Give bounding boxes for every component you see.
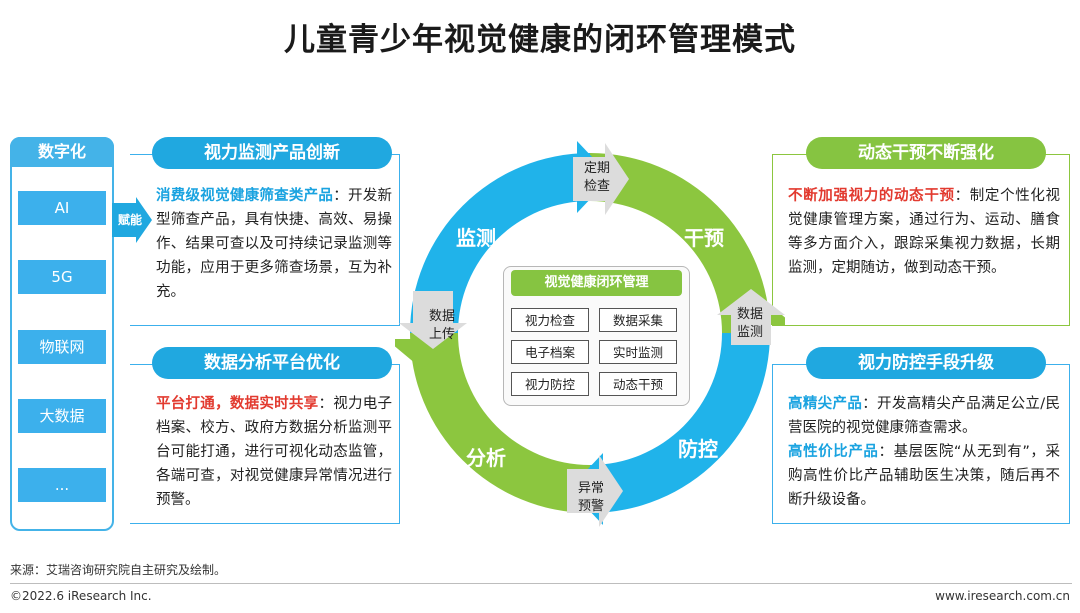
product-highlight: 消费级视觉健康筛查类产品 (156, 188, 334, 204)
product-section-title: 视力监测产品创新 (152, 137, 392, 169)
prevent-highlight-2: 高性价比产品 (788, 444, 879, 460)
product-section-text: 消费级视觉健康筛查类产品：开发新型筛查产品，具有快捷、高效、易操作、结果可查以及… (156, 184, 392, 304)
tech-item-5g: 5G (18, 260, 106, 294)
data-section-title: 数据分析平台优化 (152, 347, 392, 379)
intervene-section-title: 动态干预不断强化 (806, 137, 1046, 169)
tech-column-header: 数字化 (10, 137, 114, 167)
intervene-section-text: 不断加强视力的动态干预：制定个性化视觉健康管理方案，通过行为、运动、膳食等多方面… (788, 184, 1060, 280)
data-upload-arrow-icon (399, 291, 467, 349)
data-highlight: 平台打通，数据实时共享 (156, 396, 319, 412)
ring-segment-intervene (590, 153, 770, 333)
tech-item-bigdata: 大数据 (18, 399, 106, 433)
center-item-e-archive: 电子档案 (511, 340, 589, 364)
data-monitor-label: 数据监测 (736, 307, 763, 340)
ring-arrowhead-left (395, 339, 458, 369)
prevent-body-1: ：开发高精尖产品满足公立/民营医院的视觉健康筛查需求。 (788, 396, 1060, 436)
closed-loop-center-title: 视觉健康闭环管理 (511, 270, 682, 296)
prevent-body-2: ：基层医院“从无到有”，采购高性价比产品辅助医生决策，随后再不断升级设备。 (788, 444, 1061, 508)
footer-website: www.iresearch.com.cn (935, 589, 1070, 603)
ring-label-analyze: 分析 (466, 446, 506, 470)
prevent-section-text: 高精尖产品：开发高精尖产品满足公立/民营医院的视觉健康筛查需求。高性价比产品：基… (788, 392, 1060, 512)
center-item-dynamic-intervention: 动态干预 (599, 372, 677, 396)
empower-label: 赋能 (117, 213, 142, 227)
data-upload-label: 数据上传 (428, 309, 455, 342)
periodic-check-label: 定期检查 (583, 161, 610, 194)
data-monitor-arrow-icon (717, 289, 785, 345)
center-item-realtime-monitor: 实时监测 (599, 340, 677, 364)
ring-label-monitor: 监测 (456, 226, 496, 250)
periodic-check-arrow-icon (573, 143, 629, 215)
data-body: ：视力电子档案、校方、政府方数据分析监测平台可能打通，进行可视化动态监管，各端可… (156, 396, 393, 508)
empower-arrow-icon (112, 197, 152, 243)
tech-item-iot: 物联网 (18, 330, 106, 364)
center-item-vision-check: 视力检查 (511, 308, 589, 332)
product-body: ：开发新型筛查产品，具有快捷、高效、易操作、结果可查以及可持续记录监测等功能，应… (156, 188, 393, 300)
tech-item-ai: AI (18, 191, 106, 225)
ring-label-intervene: 干预 (684, 226, 724, 250)
page-title: 儿童青少年视觉健康的闭环管理模式 (284, 22, 796, 58)
ring-segment-analyze (410, 333, 590, 513)
tech-item-more: ... (18, 468, 106, 502)
ring-label-prevent: 防控 (678, 437, 718, 461)
intervene-body: ：制定个性化视觉健康管理方案，通过行为、运动、膳食等多方面介入，跟踪采集视力数据… (788, 188, 1061, 276)
ring-segment-monitor (410, 153, 590, 333)
footer-source: 来源：艾瑞咨询研究院自主研究及绘制。 (10, 563, 227, 577)
abnormal-alert-arrow-icon (567, 455, 623, 527)
ring-segment-prevent (590, 333, 770, 513)
prevent-highlight-1: 高精尖产品 (788, 396, 863, 412)
prevent-section-title: 视力防控手段升级 (806, 347, 1046, 379)
intervene-highlight: 不断加强视力的动态干预 (788, 188, 955, 204)
center-item-data-collection: 数据采集 (599, 308, 677, 332)
data-section-text: 平台打通，数据实时共享：视力电子档案、校方、政府方数据分析监测平台可能打通，进行… (156, 392, 392, 512)
footer-divider (10, 583, 1072, 584)
footer-copyright: ©2022.6 iResearch Inc. (10, 589, 152, 603)
center-item-vision-prevention: 视力防控 (511, 372, 589, 396)
abnormal-alert-label: 异常预警 (577, 481, 604, 514)
cycle-ring (395, 141, 785, 527)
